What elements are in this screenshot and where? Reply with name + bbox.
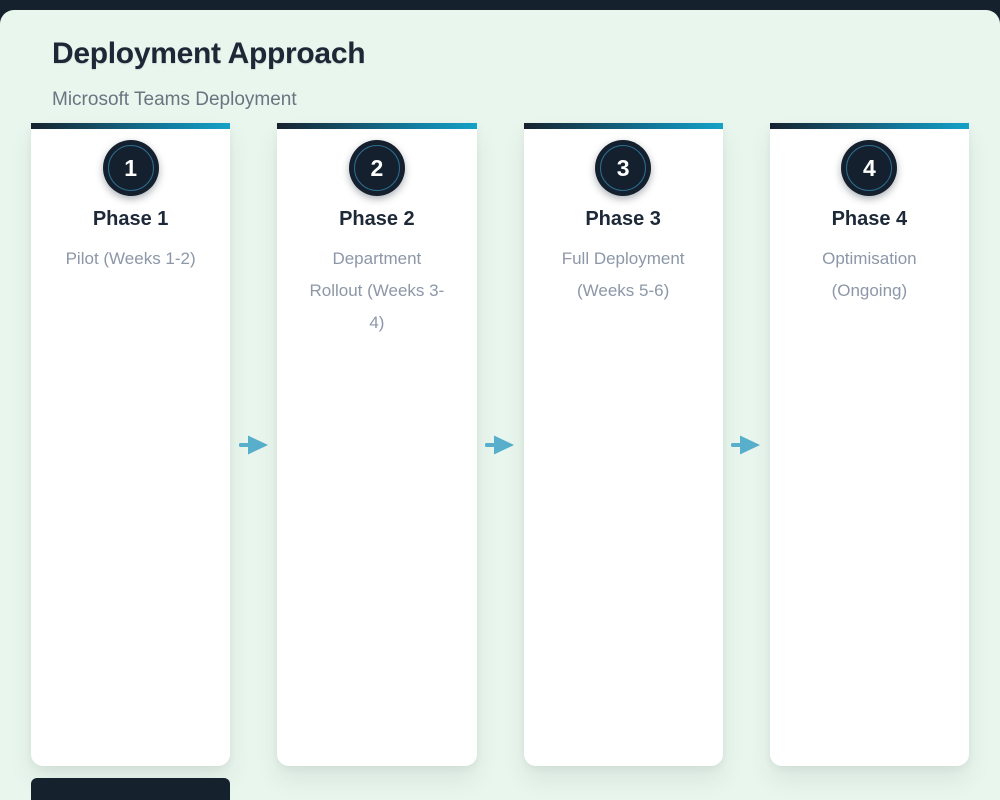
phase-card-1: 1 Phase 1 Pilot (Weeks 1-2) [31,123,231,766]
card-accent-bar [769,123,969,129]
phase-name: Phase 4 [831,208,908,230]
card-accent-bar [277,123,477,129]
phase-number-badge: 3 [595,140,652,196]
page-subtitle: Microsoft Teams Deployment [52,89,297,110]
arrow-gap [723,123,770,766]
content-panel: Deployment Approach Microsoft Teams Depl… [0,10,1000,800]
phase-number-ring: 4 [846,145,893,191]
right-arrow-icon [485,435,514,454]
phase-name: Phase 3 [585,208,661,230]
phase-number-ring: 3 [600,145,647,191]
phase-card-2: 2 Phase 2 Department Rollout (Weeks 3-4) [277,123,477,766]
right-arrow-icon [238,435,268,454]
phase-name: Phase 1 [92,208,169,230]
phase-card-3: 3 Phase 3 Full Deployment (Weeks 5-6) [523,123,723,766]
phase-number: 2 [370,154,384,181]
phase-number: 1 [124,154,138,181]
phase-description: Pilot (Weeks 1-2) [65,249,196,268]
page-title: Deployment Approach [52,37,366,70]
phase-card-4: 4 Phase 4 Optimisation (Ongoing) [769,123,969,766]
phase-number-badge: 1 [102,140,159,196]
phase-description: Full Deployment (Weeks 5-6) [561,249,685,300]
bottom-accent-bar [31,778,230,800]
phases-row: 1 Phase 1 Pilot (Weeks 1-2) 2 [31,123,969,766]
phase-name: Phase 2 [339,208,415,230]
phase-number: 3 [616,154,630,181]
phase-number-ring: 1 [107,145,154,191]
phase-number-ring: 2 [353,145,400,191]
card-accent-bar [31,123,231,129]
header: Deployment Approach Microsoft Teams Depl… [0,10,1000,111]
arrow-gap [230,123,277,766]
card-accent-bar [523,123,723,129]
phase-number-badge: 4 [841,140,898,196]
right-arrow-icon [731,435,761,454]
phase-description: Optimisation (Ongoing) [822,249,917,300]
phase-number-badge: 2 [348,140,405,196]
phase-description: Department Rollout (Weeks 3-4) [309,249,445,332]
arrow-gap [477,123,524,766]
phase-number: 4 [862,154,876,181]
